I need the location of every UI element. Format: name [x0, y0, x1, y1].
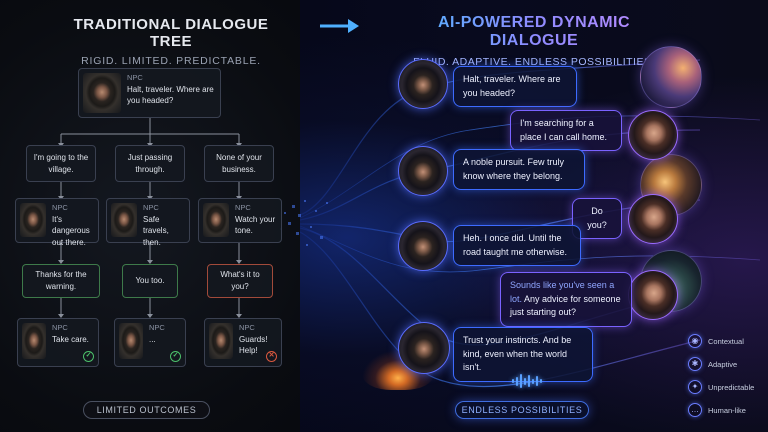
- npc-line: Guards! Help!: [239, 334, 268, 356]
- npc-tag: NPC: [52, 323, 68, 332]
- legend-adaptive: ✱ Adaptive: [688, 357, 737, 371]
- npc-avatar: [398, 322, 450, 374]
- legend-label: Human-like: [708, 405, 746, 415]
- chat-icon: …: [688, 403, 702, 417]
- legend-human-like: … Human-like: [688, 403, 746, 417]
- npc-portrait: [203, 203, 229, 237]
- tree-player-reply-1: Thanks for the warning.: [22, 264, 100, 298]
- chat-bubble-npc: A noble pursuit. Few truly know where th…: [453, 149, 585, 190]
- chat-bubble-npc: Heh. I once did. Until the road taught m…: [453, 225, 581, 266]
- npc-portrait: [83, 73, 121, 113]
- chat-bubble-npc: Trust your instincts. And be kind, even …: [453, 327, 593, 382]
- tree-npc-reply-2: NPC Safe travels, then.: [106, 198, 190, 247]
- right-heading: AI-POWERED DYNAMIC DIALOGUE FLUID. ADAPT…: [400, 14, 668, 68]
- npc-portrait: [119, 323, 143, 359]
- highlighted-text: Sounds like you've seen a lot.: [510, 280, 615, 304]
- transition-arrow-icon: [320, 19, 359, 33]
- player-avatar: [628, 194, 678, 244]
- chat-bubble-player: Do you?: [572, 198, 622, 239]
- npc-portrait: [20, 203, 46, 237]
- scene-mountain-image: [640, 46, 702, 108]
- npc-tag: NPC: [239, 323, 255, 332]
- left-heading: TRADITIONAL DIALOGUE TREE RIGID. LIMITED…: [66, 16, 276, 67]
- npc-portrait: [209, 323, 233, 359]
- npc-tag: NPC: [127, 73, 143, 82]
- chat-bubble-player: Sounds like you've seen a lot. Any advic…: [500, 272, 632, 327]
- npc-line: Watch your tone.: [235, 214, 276, 236]
- npc-portrait: [111, 203, 137, 237]
- tree-choice-3: None of your business.: [204, 145, 274, 182]
- endless-possibilities-label: ENDLESS POSSIBILITIES: [455, 401, 589, 419]
- npc-line: ...: [149, 334, 156, 344]
- sparkle-icon: ✦: [688, 380, 702, 394]
- choice-text: None of your business.: [216, 152, 262, 174]
- check-icon: ✓: [83, 351, 94, 362]
- tree-ending-3: NPC Guards! Help! ✕: [204, 318, 282, 367]
- npc-line: Halt, traveler. Where are you headed?: [127, 84, 214, 106]
- npc-line: Safe travels, then.: [143, 214, 169, 248]
- legend-label: Contextual: [708, 336, 744, 346]
- tree-npc-reply-3: NPC Watch your tone.: [198, 198, 282, 243]
- tree-root-node: NPC Halt, traveler. Where are you headed…: [78, 68, 221, 118]
- tree-choice-2: Just passing through.: [115, 145, 185, 182]
- npc-line: It's dangerous out there.: [52, 214, 90, 248]
- legend-label: Adaptive: [708, 359, 738, 369]
- check-icon: ✓: [170, 351, 181, 362]
- tree-ending-1: NPC Take care. ✓: [17, 318, 99, 367]
- reply-text: You too.: [135, 276, 165, 286]
- npc-tag: NPC: [52, 203, 68, 212]
- reply-text: Thanks for the warning.: [35, 270, 87, 291]
- chat-bubble-player: I'm searching for a place I can call hom…: [510, 110, 622, 151]
- choice-text: Just passing through.: [127, 152, 173, 174]
- player-avatar: [628, 270, 678, 320]
- brain-icon: ◉: [688, 334, 702, 348]
- reply-text: What's it to you?: [220, 270, 260, 291]
- tree-connectors: [60, 118, 240, 316]
- legend-unpredictable: ✦ Unpredictable: [688, 380, 754, 394]
- tree-choice-1: I'm going to the village.: [26, 145, 96, 182]
- npc-avatar: [398, 146, 448, 196]
- npc-portrait: [22, 323, 46, 359]
- chat-bubble-npc: Halt, traveler. Where are you headed?: [453, 66, 577, 107]
- tree-npc-reply-1: NPC It's dangerous out there.: [15, 198, 99, 247]
- cross-icon: ✕: [266, 351, 277, 362]
- right-subtitle: FLUID. ADAPTIVE. ENDLESS POSSIBILITIES.: [413, 56, 655, 68]
- left-title: TRADITIONAL DIALOGUE TREE: [73, 16, 269, 50]
- tree-ending-2: NPC... ✓: [114, 318, 186, 367]
- legend-contextual: ◉ Contextual: [688, 334, 744, 348]
- npc-tag: NPC: [149, 323, 165, 332]
- player-avatar: [628, 110, 678, 160]
- right-title: AI-POWERED DYNAMIC DIALOGUE: [400, 14, 668, 50]
- bubble-text: Any advice for someone just starting out…: [510, 293, 621, 318]
- left-subtitle: RIGID. LIMITED. PREDICTABLE.: [81, 55, 261, 67]
- npc-avatar: [398, 59, 448, 109]
- npc-line: Take care.: [52, 334, 89, 344]
- npc-tag: NPC: [143, 203, 159, 212]
- npc-tag: NPC: [235, 203, 251, 212]
- network-icon: ✱: [688, 357, 702, 371]
- limited-outcomes-label: LIMITED OUTCOMES: [83, 401, 210, 419]
- voice-wave-icon: [512, 373, 542, 389]
- tree-player-reply-2: You too.: [122, 264, 178, 298]
- legend-label: Unpredictable: [708, 382, 755, 392]
- tree-player-reply-3: What's it to you?: [207, 264, 273, 298]
- npc-avatar: [398, 221, 448, 271]
- choice-text: I'm going to the village.: [33, 152, 89, 174]
